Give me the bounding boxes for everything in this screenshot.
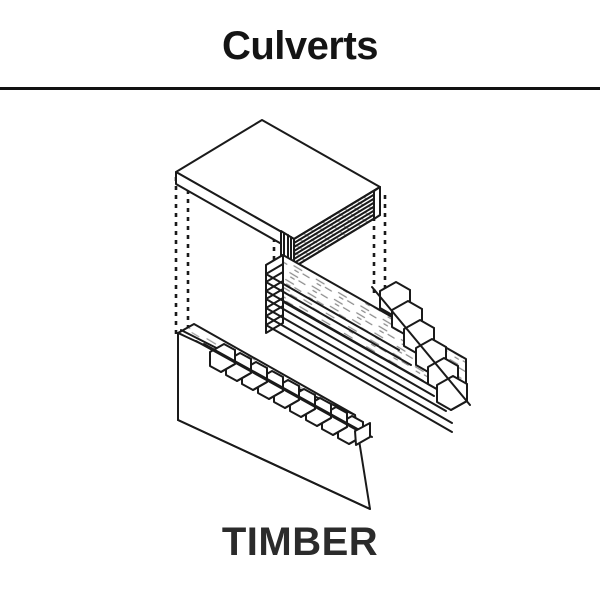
base-panel-stepped-edge [195,340,373,446]
page-title: Culverts [221,24,379,68]
culvert-illustration-svg [174,119,471,510]
middle-stack-end-seam-1 [265,271,284,283]
base-panel-step-hypotenuse [203,343,373,438]
top-deck-plank-seam-1 [293,190,381,244]
top-deck-plank-seam-0 [293,186,381,240]
base-step-tail [354,422,371,446]
base-step-4-edge [284,385,300,409]
top-deck-plank-seam-6 [293,210,381,264]
middle-stack-stepped-ends [371,281,471,411]
middle-stack-end-seam-0 [265,263,284,275]
middle-stack-seam-4 [265,307,447,412]
middle-stack-seam-3 [265,298,435,397]
base-panel-step-hypotenuse-inner [195,340,365,435]
top-deck-plank-seam-7 [293,214,381,268]
top-deck-plank-seam-4 [293,202,381,256]
middle-stack-seam-0 [265,273,400,351]
base-step-7-edge [236,358,252,382]
title-divider-rule [0,87,600,90]
middle-stack-seam-2 [265,290,424,382]
middle-stack-seam-6 [265,324,453,433]
component-middle-plank-stack [265,254,471,433]
middle-stack-plank-seams [265,273,453,433]
base-step-2-edge [316,403,332,427]
component-bottom-base-panel [177,323,373,510]
top-deck-right-end-cap [373,186,381,220]
top-deck-plank-band [293,186,381,268]
culvert-figure [0,95,600,520]
top-deck-plank-seam-5 [293,206,381,260]
base-step-1-edge [332,412,348,436]
component-top-deck [175,119,381,268]
middle-stack-seam-5 [265,315,453,424]
base-step-5-edge [268,376,284,400]
base-step-6-edge [252,367,268,391]
base-panel-bottom-edge [177,419,371,510]
middle-stack-step-hypotenuse [371,286,471,406]
top-deck-plank-seam-2 [293,194,381,248]
middle-stack-seam-1 [265,281,412,366]
top-deck-plank-seam-3 [293,198,381,252]
figure-caption: TIMBER [221,520,379,564]
base-step-8-edge [220,349,236,373]
base-step-3-edge [300,394,316,418]
